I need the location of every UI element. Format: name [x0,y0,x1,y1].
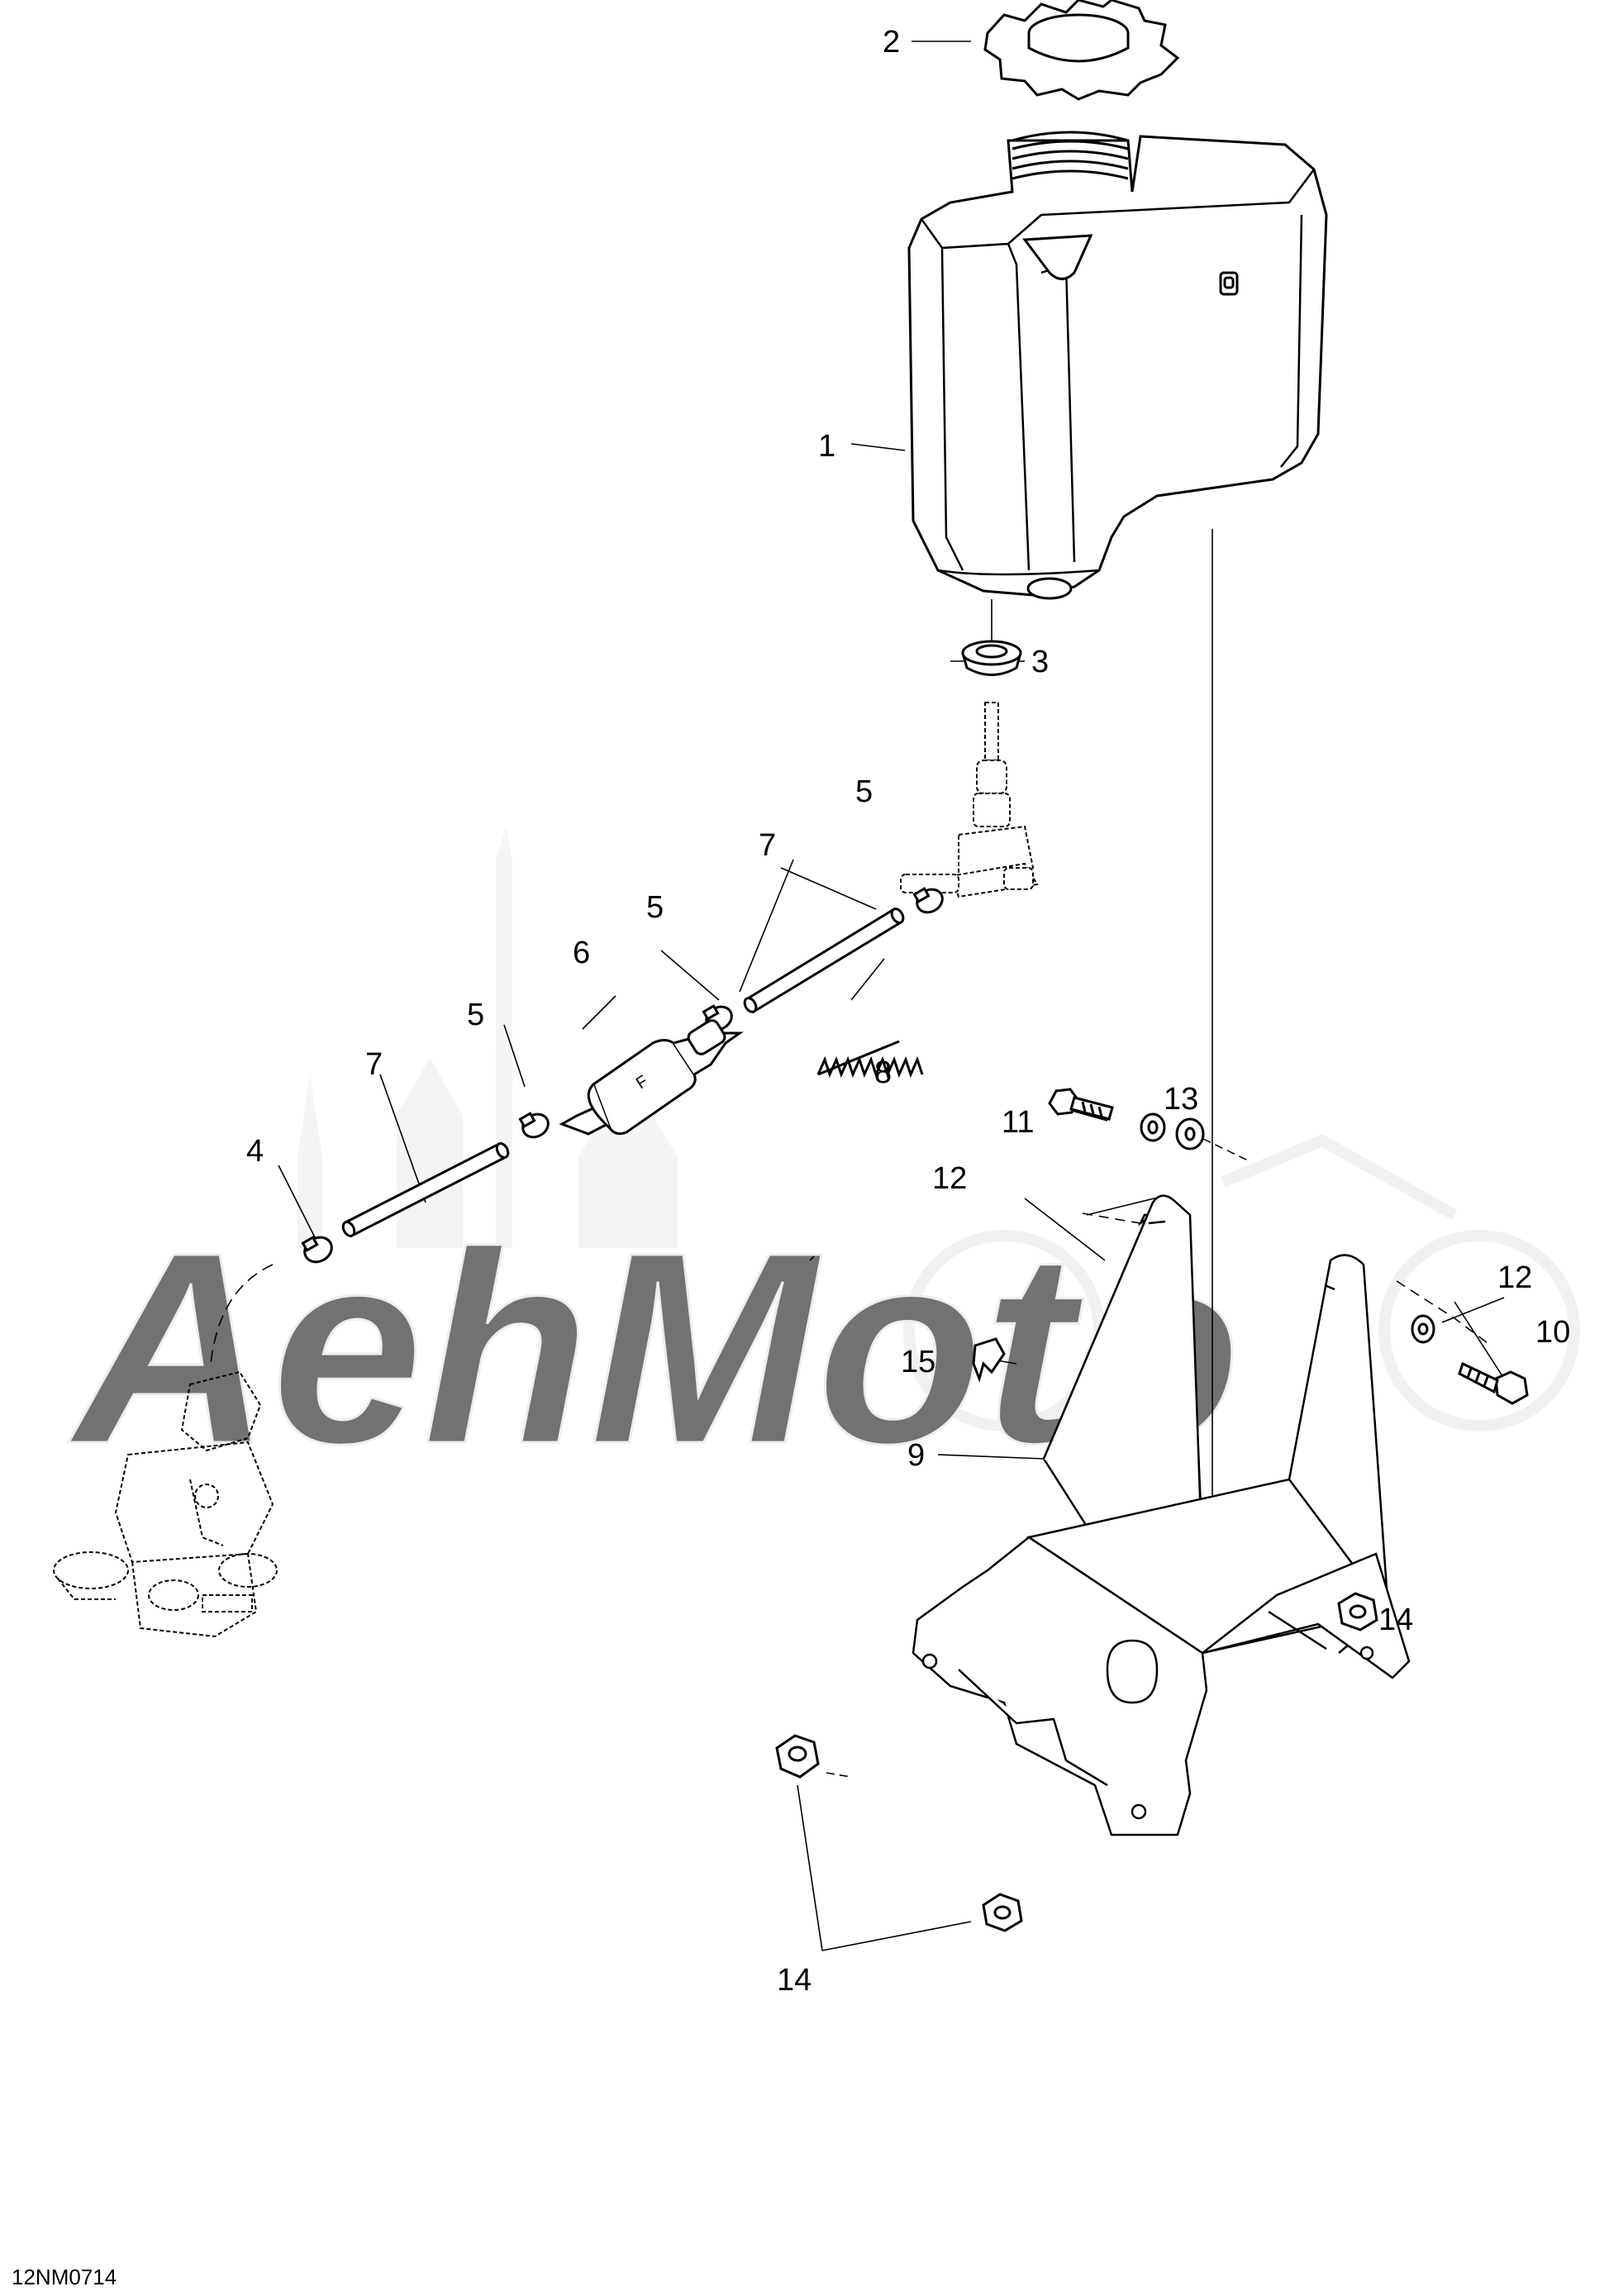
watermark-wheel-icon [903,1134,1580,1431]
fuel-valve-phantom [900,702,1039,898]
fuel-filter-part: F [559,1019,744,1136]
callout-14a: 14 [1378,1603,1413,1637]
callout-9: 9 [907,1438,925,1473]
fuel-cap-part [983,0,1180,101]
callout-4: 4 [246,1134,264,1169]
callout-labels: 2 1 3 5 7 5 6 8 5 7 4 11 13 12 12 10 15 … [246,25,1570,1998]
grommet-part [961,640,1022,676]
flat-washer-part-13 [1175,1117,1205,1150]
callout-6: 6 [573,936,590,970]
callout-5c: 5 [467,998,484,1032]
callout-12a: 12 [932,1161,967,1196]
hose-clamp-1 [912,887,944,914]
fuel-hose-upper-part [743,907,905,1014]
bolt-part-11 [1048,1088,1114,1121]
callout-7a: 7 [759,828,776,863]
callout-10: 10 [1535,1315,1570,1350]
clamp-part-4 [301,1236,333,1264]
watermark-cathedral-icon [298,826,678,1248]
callout-5a: 5 [855,774,873,809]
assembly-line-13 [1202,1138,1249,1161]
callout-3: 3 [1031,645,1049,679]
callout-2: 2 [883,25,900,60]
fuel-tank-part [907,131,1328,600]
callout-7b: 7 [365,1047,383,1082]
nut-part-14b [775,1734,820,1779]
nut-part-14a [1337,1592,1378,1631]
callout-13: 13 [1164,1082,1198,1117]
callout-12b: 12 [1497,1260,1532,1295]
callout-15: 15 [901,1345,935,1379]
callout-14b: 14 [777,1963,812,1998]
callout-1: 1 [818,429,835,464]
hose-clamp-3 [518,1112,550,1139]
callout-8: 8 [874,1055,892,1090]
carburetor-phantom [53,1370,278,1638]
spring-part [816,1040,924,1079]
bolt-part-10 [1458,1361,1529,1405]
lock-washer-part-12a [1140,1112,1166,1142]
figure-code: 12NM0714 [12,2265,117,2289]
callout-11: 11 [1002,1105,1034,1140]
watermark: AehMoto [64,826,1580,1502]
watermark-text: AehMoto [66,1195,1241,1500]
nut-part-14c [982,1893,1023,1932]
lock-washer-part-12b [1411,1314,1435,1344]
clip-part-15 [972,1337,1006,1383]
mounting-bracket-part [912,1194,1411,1836]
callout-5b: 5 [646,890,664,925]
fuel-hose-lower-part [341,1141,510,1238]
